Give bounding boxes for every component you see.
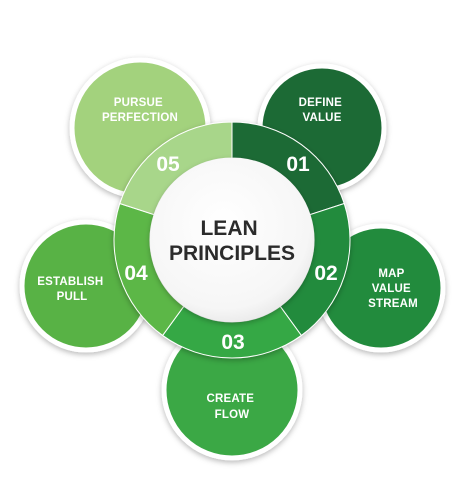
petal-create-flow: CREATE FLOW xyxy=(161,319,303,461)
petal-label-line2: PULL xyxy=(57,291,88,303)
petal-label-line2: VALUE xyxy=(372,283,411,295)
center-title-line2: PRINCIPLES xyxy=(169,242,295,265)
petal-label-line2: VALUE xyxy=(302,112,341,124)
step-number-02: 02 xyxy=(314,262,337,285)
petal-label-line3: STREAM xyxy=(368,298,418,310)
center-title-line1: LEAN xyxy=(200,217,257,240)
petal-label-line1: MAP xyxy=(378,268,404,280)
petal-label-line1: CREATE xyxy=(206,393,254,405)
petal-label: MAP VALUE STREAM xyxy=(368,268,418,310)
petal-label: ESTABLISH PULL xyxy=(37,276,107,303)
petal-label-line1: PURSUE xyxy=(114,97,163,109)
petal-label: PURSUE PERFECTION xyxy=(102,97,178,124)
step-number-01: 01 xyxy=(286,153,310,176)
petal-map-value-stream: MAP VALUE STREAM xyxy=(316,223,446,353)
petal-label-line2: PERFECTION xyxy=(102,112,178,124)
petal-label-line2: FLOW xyxy=(215,409,250,421)
petal-label: DEFINE VALUE xyxy=(299,97,346,124)
center-disc xyxy=(150,158,314,322)
central-ring xyxy=(113,121,351,359)
step-number-04: 04 xyxy=(124,262,148,285)
petal-label: CREATE FLOW xyxy=(206,393,257,421)
petal-label-line1: DEFINE xyxy=(299,97,343,109)
step-number-05: 05 xyxy=(156,153,180,176)
step-number-03: 03 xyxy=(221,331,244,354)
center-title: LEAN PRINCIPLES xyxy=(169,217,295,265)
petal-label-line1: ESTABLISH xyxy=(37,276,103,288)
